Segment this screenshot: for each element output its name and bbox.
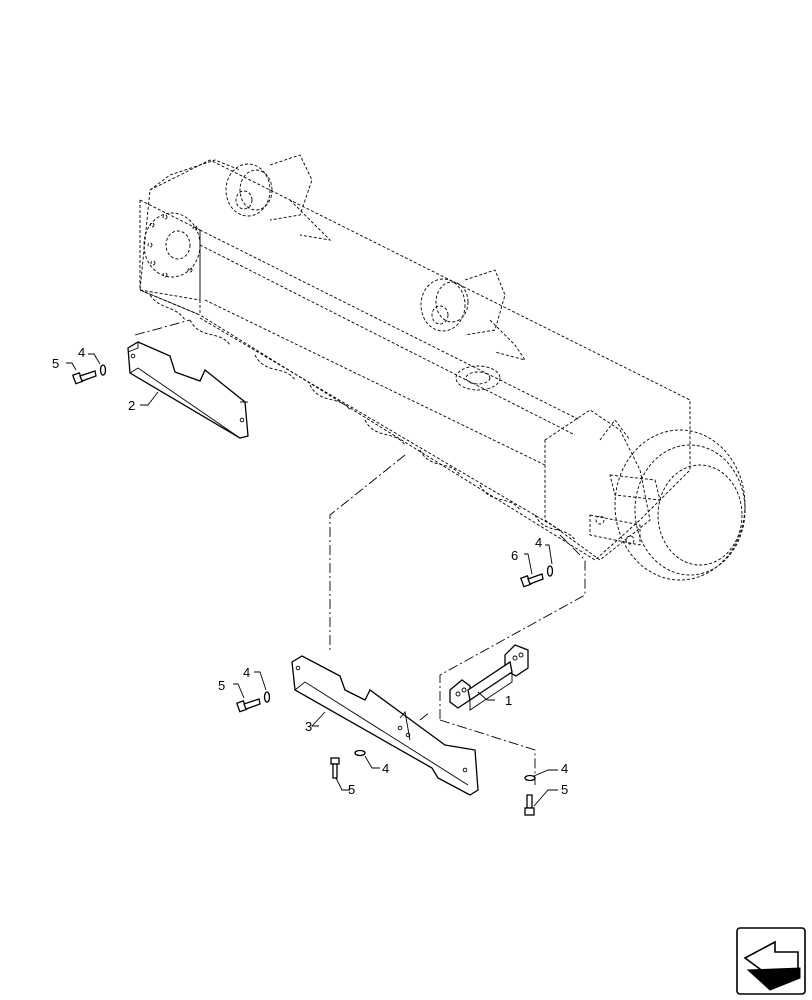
front-end-plate [143,212,201,278]
callout-2: 2 [128,398,135,413]
callout-5-lower-right: 5 [561,782,568,797]
callout-4-middle-left: 4 [243,665,250,680]
callout-3: 3 [305,719,312,734]
washer-4-right [546,565,554,577]
callout-5-upper-left: 5 [52,356,59,371]
top-carrier-roller-front [225,154,332,241]
leader-lines [66,353,558,807]
track-frame [139,154,746,581]
tensioner-access-cover [455,365,501,391]
bottom-track-rollers [149,294,576,541]
callout-4-lower-right: 4 [561,761,568,776]
callout-4-upper-left: 4 [78,345,85,360]
bolt-5-lower-right [524,794,535,816]
alignment-lines [134,319,586,785]
part-2-guide-plate [127,341,249,439]
washer-4-lower-middle [354,749,366,757]
callout-4-right: 4 [535,535,542,550]
callout-4-lower-middle: 4 [382,761,389,776]
bolt-5-upper-left [71,370,97,385]
washer-4-middle-left [263,691,271,703]
part-1-bracket [449,644,529,711]
top-carrier-roller-rear [420,269,527,361]
page-navigation-arrow-icon[interactable] [736,927,806,995]
callout-1: 1 [505,693,512,708]
bolt-5-middle-left [235,698,261,713]
callouts: 5 4 2 6 4 1 4 5 3 4 5 4 5 [52,345,568,797]
bolt-5-lower-middle [330,757,340,779]
callout-5-lower-middle: 5 [348,782,355,797]
callout-5-middle-left: 5 [218,678,225,693]
bolt-6-right [519,573,544,588]
part-3-guide-plate [291,655,479,796]
callout-6: 6 [511,548,518,563]
front-idler-wheel [589,419,746,581]
washer-4-lower-right [524,774,536,782]
washer-4-upper-left [99,364,107,376]
